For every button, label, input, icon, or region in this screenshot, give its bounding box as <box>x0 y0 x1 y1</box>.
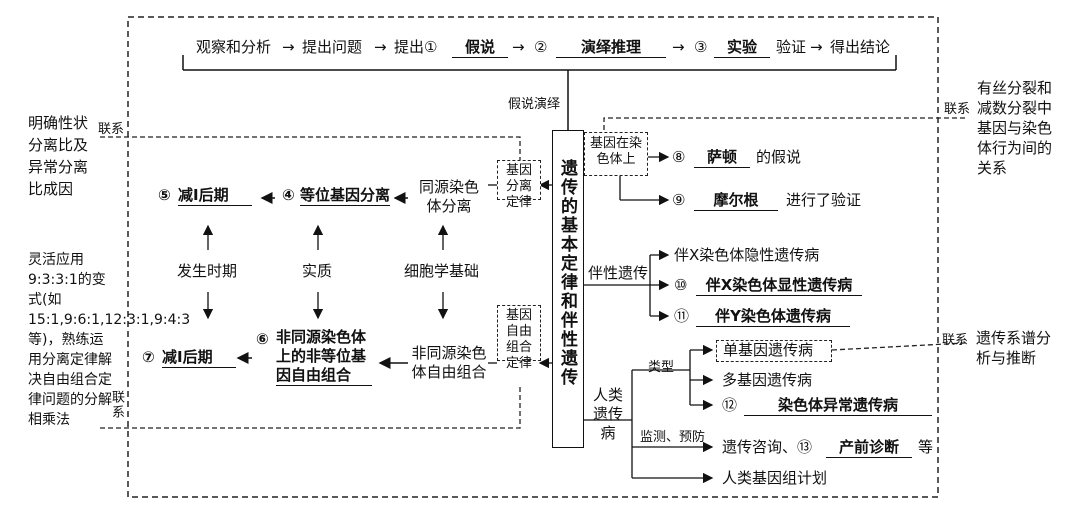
num-9: ⑨ <box>672 191 686 209</box>
num-8: ⑧ <box>672 148 686 166</box>
left-note-ratio: 明确性状分离比及异常分离比成因 <box>28 114 89 198</box>
flow-step-observe: 观察和分析 <box>196 38 272 56</box>
cell-basis-label: 细胞学基础 <box>404 262 480 280</box>
right-note-link-2: 联系 <box>942 333 969 348</box>
blank-x-dominant: 伴X染色体显性遗传病 <box>696 276 862 296</box>
flow-step-propose: 提出① <box>394 38 438 56</box>
right-note-link-1: 联系 <box>944 102 971 117</box>
flow-arrow: → <box>672 38 685 56</box>
blank-y-linked: 伴Y染色体遗传病 <box>696 307 850 327</box>
num-11: ⑪ <box>674 307 690 325</box>
blank-chromosome-abnormal: 染色体异常遗传病 <box>744 396 932 416</box>
separation-law-label: 基因分离定律 <box>505 163 532 210</box>
flow-step-num2: ② <box>534 38 548 56</box>
sex-linked-label: 伴性遗传 <box>588 264 649 282</box>
free-combination-cell-basis: 非同源染色体自由组合 <box>411 344 487 381</box>
free-combination-essence-num: ⑥ <box>256 330 269 348</box>
human-disease-label: 人类遗传病 <box>592 386 623 442</box>
genetic-counseling: 遗传咨询、⑬ <box>722 438 813 456</box>
x-recessive: 伴X染色体隐性遗传病 <box>674 246 820 264</box>
flow-arrow: → <box>810 38 823 56</box>
center-title-box: 遗传的基本定律和伴性遗传 <box>552 130 584 448</box>
single-gene-disease: 单基因遗传病 <box>723 341 814 359</box>
separation-cell-basis: 同源染色体分离 <box>418 178 479 215</box>
free-combination-period-num: ⑦ <box>142 348 155 366</box>
flow-step-num3: ③ <box>694 38 708 56</box>
right-note-pedigree: 遗传系谱分析与推断 <box>976 329 1052 367</box>
essence-label: 实质 <box>302 262 333 280</box>
blank-deduction: 演绎推理 <box>556 38 666 58</box>
multi-gene-disease: 多基因遗传病 <box>722 371 813 389</box>
right-note-mitosis-meiosis: 有丝分裂和减数分裂中基因与染色体行为间的关系 <box>977 79 1053 177</box>
gene-on-chromosome-box: 基因在染色体上 <box>584 132 648 176</box>
human-genome-project: 人类基因组计划 <box>722 469 828 487</box>
separation-essence-num: ④ <box>282 186 295 204</box>
free-combination-essence: 非同源染色体上的非等位基因自由组合 <box>276 328 372 386</box>
sutton-hypothesis-text: 的假说 <box>756 148 802 166</box>
monitor-label: 监测、预防 <box>640 430 706 445</box>
separation-essence: 等位基因分离 <box>300 186 391 206</box>
flow-arrow: → <box>282 38 295 56</box>
separation-period-num: ⑤ <box>158 186 171 204</box>
blank-sutton: 萨顿 <box>694 148 750 168</box>
gene-on-chromosome-label: 基因在染色体上 <box>589 136 642 167</box>
free-combination-law-label: 基因自由组合定律 <box>505 308 532 371</box>
method-label: 假说演绎 <box>508 97 561 112</box>
single-gene-box: 单基因遗传病 <box>716 340 832 362</box>
morgan-verify-text: 进行了验证 <box>786 191 862 209</box>
blank-prenatal-diagnosis: 产前诊断 <box>826 438 912 458</box>
blank-hypothesis: 假说 <box>452 38 508 58</box>
separation-law-box: 基因分离定律 <box>497 160 541 210</box>
blank-morgan: 摩尔根 <box>694 191 778 211</box>
type-label: 类型 <box>648 360 675 375</box>
flow-arrow: → <box>512 38 525 56</box>
flow-step-verify: 验证 <box>776 38 807 56</box>
left-note-link-1: 联系 <box>98 122 125 137</box>
num-10: ⑩ <box>674 276 688 294</box>
free-combination-period: 减Ⅰ后期 <box>162 348 236 368</box>
left-note-link-2: 联系 <box>109 390 124 420</box>
timing-label: 发生时期 <box>177 262 238 280</box>
blank-experiment: 实验 <box>714 38 770 58</box>
left-note-variants: 灵活应用9:3:3:1的变式(如15:1,9:6:1,12:3:1,9:4:3等… <box>28 252 191 428</box>
num-12: ⑫ <box>722 396 738 414</box>
center-title: 遗传的基本定律和伴性遗传 <box>557 159 577 387</box>
flow-step-conclude: 得出结论 <box>830 38 891 56</box>
separation-period: 减Ⅰ后期 <box>178 186 252 206</box>
monitor-tail: 等 <box>918 438 934 456</box>
free-combination-law-box: 基因自由组合定律 <box>497 305 541 371</box>
flow-arrow: → <box>374 38 387 56</box>
flow-step-question: 提出问题 <box>302 38 363 56</box>
